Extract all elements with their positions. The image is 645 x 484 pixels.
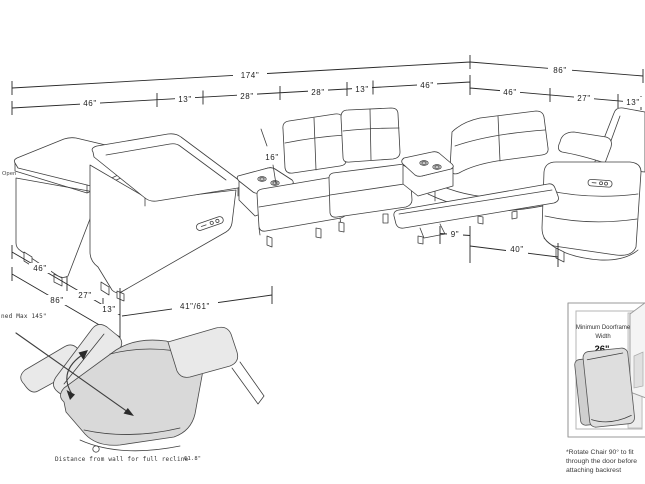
door-title-line1: Minimum Doorframe <box>576 325 631 331</box>
door-note-line1: *Rotate Chair 90° to fit <box>566 448 634 456</box>
left-armchair-folded-back <box>89 133 243 302</box>
dim-backrest-16: 16" <box>265 153 279 162</box>
dim-total-174: 174" <box>241 71 260 80</box>
doorframe-inset: Minimum Doorframe Width 26" *Rotate Chai… <box>566 302 645 474</box>
open-label: Open <box>2 171 16 177</box>
cupholders-left <box>257 176 280 186</box>
recliner-clearance-inset: ned Max 145" Distance from wall for full… <box>1 313 265 463</box>
power-button-panel-right <box>587 178 613 188</box>
door-width-value: 26" <box>594 344 609 355</box>
dim-total-86: 86" <box>553 66 567 75</box>
dim-seg-46a: 46" <box>83 99 97 108</box>
dim-depth-13: 13" <box>102 305 116 314</box>
dim-seg-46b: 46" <box>420 81 434 90</box>
dim-seg-13c: 13" <box>626 98 640 107</box>
recline-caption: Distance from wall for full recline <box>55 456 189 463</box>
center-seat-backs <box>282 107 401 174</box>
right-recliner-footrest <box>393 183 559 245</box>
recliner-footrest <box>167 326 239 378</box>
door-note-line2: through the door before <box>566 458 637 465</box>
dim-seg-13a: 13" <box>178 95 192 104</box>
dim-seg-28a: 28" <box>240 92 254 101</box>
power-button-panel-left <box>196 216 224 231</box>
recliner-foot <box>92 445 100 453</box>
door-title-line2: Width <box>595 334 610 340</box>
rotation-arrow-icon <box>66 350 88 400</box>
dim-seg-13b: 13" <box>355 85 369 94</box>
cupholders-right <box>419 160 442 170</box>
dim-depth-27: 27" <box>78 291 92 300</box>
center-recliner-seats <box>256 163 413 248</box>
console-right <box>401 151 454 197</box>
dim-depth-46: 46" <box>33 264 47 273</box>
recline-direction-arrow-icon <box>15 332 134 416</box>
sectional-sofa-drawing <box>13 107 645 302</box>
dim-seg-27a: 27" <box>577 94 591 103</box>
dim-41-61: 41"/61" <box>180 302 210 311</box>
dim-seg-28b: 28" <box>311 88 325 97</box>
dim-40: 40" <box>510 245 524 254</box>
dim-9: 9" <box>451 230 460 239</box>
right-armchair <box>541 107 645 263</box>
door-note-line3: attaching backrest <box>566 467 621 474</box>
dimension-lines: 174" 46" 13" 28" 28" 13" 46" 86" 46" 27"… <box>2 55 644 342</box>
recline-max-label: ned Max 145" <box>1 313 47 320</box>
door-panel-inset <box>633 351 644 389</box>
chair-through-door <box>574 347 635 428</box>
dim-depth-86: 86" <box>50 296 64 305</box>
dim-seg-46c: 46" <box>503 88 517 97</box>
recline-caption-value: 61.8" <box>184 456 201 462</box>
